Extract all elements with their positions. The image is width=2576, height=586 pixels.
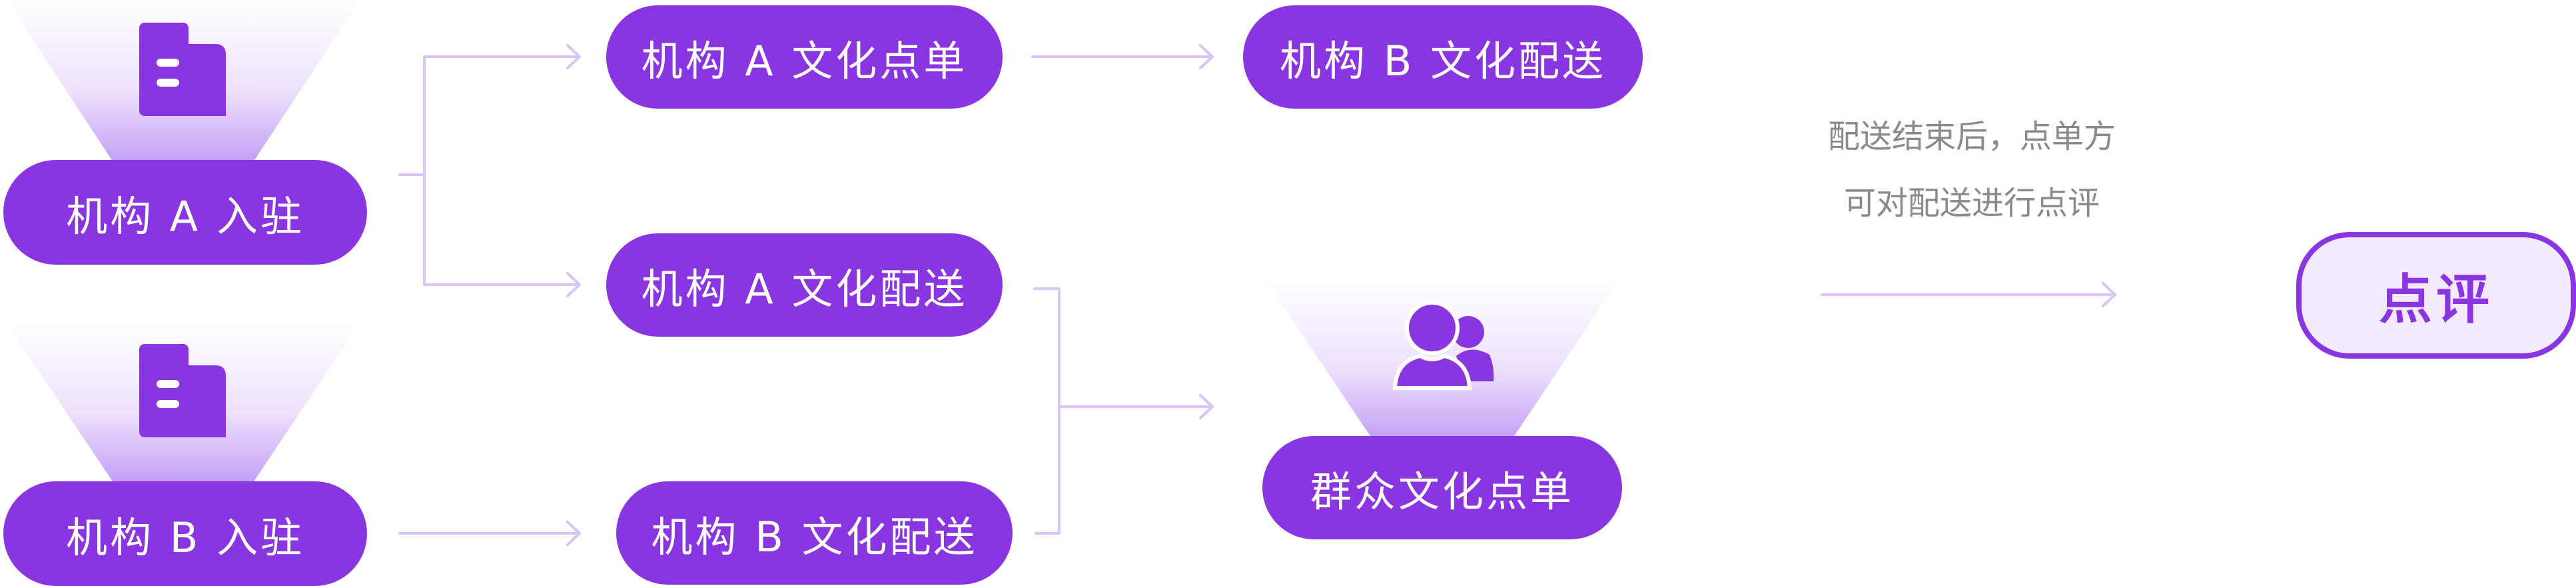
review-note-line2: 可对配送进行点评 [1843,185,2100,222]
arrow-head-org-a-deliver [566,272,581,297]
review-note: 配送结束后，点单方 可对配送进行点评 [1752,103,2192,237]
node-org-a-deliver: 机构 A 文化配送 [606,233,1003,337]
node-review-label: 点评 [2379,269,2493,331]
arrow-head-org-b-deliver [566,521,581,546]
connector-org-a-split [398,55,581,286]
node-org-a-deliver-label: 机构 A 文化配送 [641,264,968,313]
node-org-b-deliver-mid: 机构 B 文化配送 [616,481,1013,585]
node-review: 点评 [2296,232,2576,359]
node-public-order: 群众文化点单 [1262,436,1622,539]
node-org-b-deliver-top: 机构 B 文化配送 [1243,5,1643,109]
node-org-b-deliver-mid-label: 机构 B 文化配送 [651,512,978,561]
arrow-head-org-a-order [566,44,581,69]
node-org-a-order: 机构 A 文化点单 [606,5,1003,109]
arrow-head-public-order [1199,394,1214,419]
node-org-a-order-label: 机构 A 文化点单 [641,36,968,85]
node-org-b-deliver-top-label: 机构 B 文化配送 [1280,36,1606,85]
connector-merge [1033,287,1214,535]
node-org-a-join-label: 机构 A 入驻 [66,191,304,241]
node-public-order-label: 群众文化点单 [1310,467,1574,516]
node-org-a-join: 机构 A 入驻 [3,160,367,265]
node-org-b-join: 机构 B 入驻 [3,481,367,586]
arrow-head-top-deliver [1199,44,1214,69]
building-icon [139,344,226,437]
arrow-head-review [2102,282,2116,307]
review-note-line1: 配送结束后，点单方 [1827,118,2116,155]
building-icon [139,23,226,116]
users-icon [1392,301,1494,390]
node-org-b-join-label: 机构 B 入驻 [66,513,304,562]
